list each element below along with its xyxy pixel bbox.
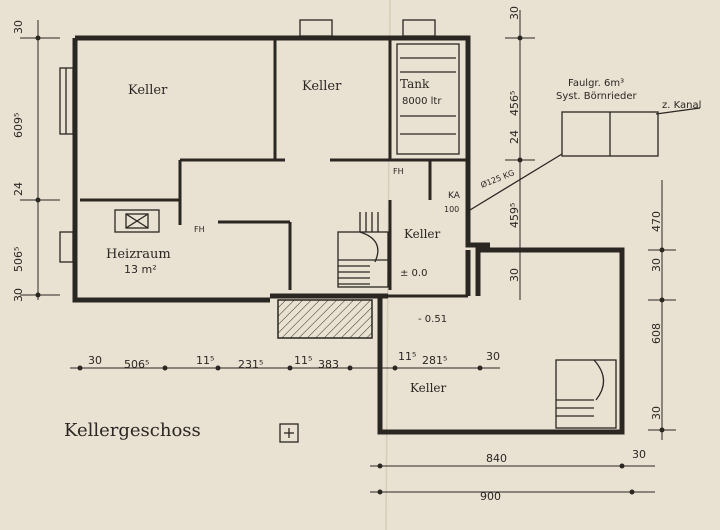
dim-annex-total: 900 [480,490,501,503]
dimension-dots [35,35,665,495]
dim-bottom-7: 281⁵ [422,354,447,367]
dim-annex-inner: 840 [486,452,507,465]
plan-title: Kellergeschoss [64,420,201,441]
level-minus: - 0.51 [418,314,447,325]
fh-label-2: FH [393,167,404,176]
dim-bottom-1: 506⁵ [124,358,149,371]
dim-bottom-8: 30 [486,350,500,363]
heizraum-area: 13 m² [124,263,157,276]
dim-left-0: 30 [12,20,25,34]
boiler-icon [114,209,160,233]
dim-right-4: 30 [508,268,521,282]
tank-volume: 8000 ltr [402,96,442,107]
kanal-label: z. Kanal [662,100,701,111]
stair-annex [555,359,617,429]
dim-left-1: 609⁵ [12,113,25,138]
window-top [299,19,436,37]
septic-tank [469,107,701,211]
dim-annex-2: 608 [650,323,663,344]
pipe-label: Ø125 KG [479,167,516,190]
left-dimensions: 30 609⁵ 24 506⁵ 30 [12,20,25,302]
room-heizraum: Heizraum [106,247,171,262]
faulgrube-label: Faulgr. 6m³ [568,78,624,89]
ka-label: KA [448,191,461,201]
room-keller-mid: Keller [302,79,342,94]
dim-bottom-5: 383 [318,358,339,371]
hatched-area [277,299,373,339]
dim-bottom-3: 231⁵ [238,358,263,371]
fh-label-1: FH [194,225,205,234]
window-left-top [59,67,74,135]
room-keller-left: Keller [128,83,168,98]
dim-annex-side: 30 [632,448,646,461]
stair-main [337,212,389,288]
room-keller-annex: Keller [410,381,447,395]
dim-annex-3: 30 [650,406,663,420]
right-dimensions: 30 456⁵ 24 459⁵ 30 470 30 608 30 [508,6,663,420]
dim-annex-1: 30 [650,258,663,272]
dim-bottom-4: 11⁵ [294,354,312,367]
main-walls [72,35,625,435]
faulgrube-system: Syst. Börnrieder [556,91,638,102]
room-tank: Tank [400,77,430,91]
window-left-bottom [59,231,74,263]
bottom-dimensions: 30 506⁵ 11⁵ 231⁵ 11⁵ 383 11⁵ 281⁵ 30 840… [88,350,646,503]
dim-right-2: 24 [508,130,521,144]
dim-right-0: 30 [508,6,521,20]
dim-annex-0: 470 [650,211,663,232]
dim-bottom-0: 30 [88,354,102,367]
dim-bottom-2: 11⁵ [196,354,214,367]
room-keller-stair: Keller [404,227,441,241]
dim-left-2: 24 [12,182,25,196]
dim-left-4: 30 [12,288,25,302]
dim-right-3: 459⁵ [508,203,521,228]
dim-bottom-6: 11⁵ [398,350,416,363]
interior-walls [80,38,468,290]
dim-right-1: 456⁵ [508,91,521,116]
level-0: ± 0.0 [400,268,427,279]
ka-value: 100 [444,205,459,214]
plus-icon [279,423,299,443]
tank-area [396,43,460,155]
dim-left-3: 506⁵ [12,247,25,272]
